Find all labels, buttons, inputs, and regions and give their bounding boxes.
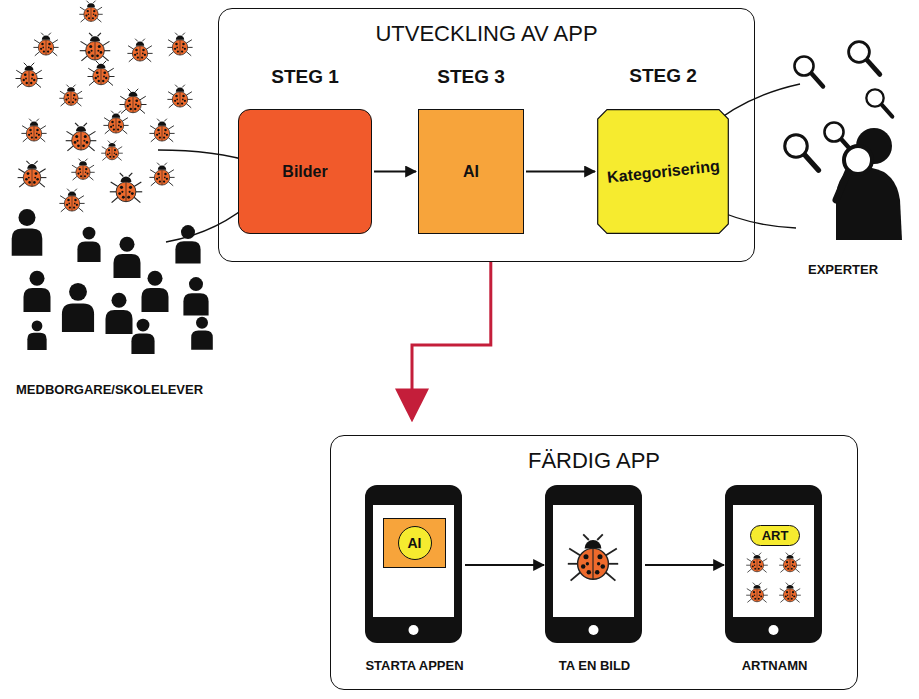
step-heading: STEG 3 — [399, 66, 543, 88]
panel-heading: UTVECKLING AV APP — [219, 21, 754, 47]
aibox-node: AI — [383, 518, 446, 568]
phone-node: ARTNAMNART — [726, 486, 823, 644]
flow-arrow — [645, 564, 724, 566]
step-label: AI — [463, 163, 479, 181]
panel-heading: FÄRDIG APP — [331, 448, 857, 474]
step-label: Bilder — [282, 163, 327, 181]
pill-label: ART — [762, 528, 789, 543]
phone-node: STARTA APPENAI — [366, 486, 463, 644]
step-heading: STEG 2 — [577, 65, 749, 87]
flow-arrow — [526, 171, 595, 173]
flow-arrow — [374, 171, 416, 173]
ai-badge: AI — [398, 526, 432, 560]
phone-caption: TA EN BILD — [506, 658, 683, 673]
phone-node: TA EN BILD — [546, 486, 643, 644]
step-node: STEG 1Bilder — [238, 109, 372, 234]
flow-arrow — [465, 564, 544, 566]
panel-node: UTVECKLING AV APPSTEG 1BilderSTEG 3AISTE… — [218, 8, 755, 262]
pill-node: ART — [750, 525, 800, 546]
step-node: STEG 2Kategorisering — [597, 109, 729, 234]
phone-caption: ARTNAMN — [686, 658, 863, 673]
phone-caption: STARTA APPEN — [326, 658, 503, 673]
panel-node: FÄRDIG APP STARTA APPENAI TA EN BILD ARTNAM… — [330, 435, 858, 690]
group-label: EXPERTER — [808, 262, 878, 277]
group-label: MEDBORGARE/SKOLELEVER — [16, 382, 203, 397]
step-heading: STEG 1 — [219, 66, 391, 88]
result-arrow — [412, 262, 491, 419]
step-node: STEG 3AI — [418, 109, 524, 234]
